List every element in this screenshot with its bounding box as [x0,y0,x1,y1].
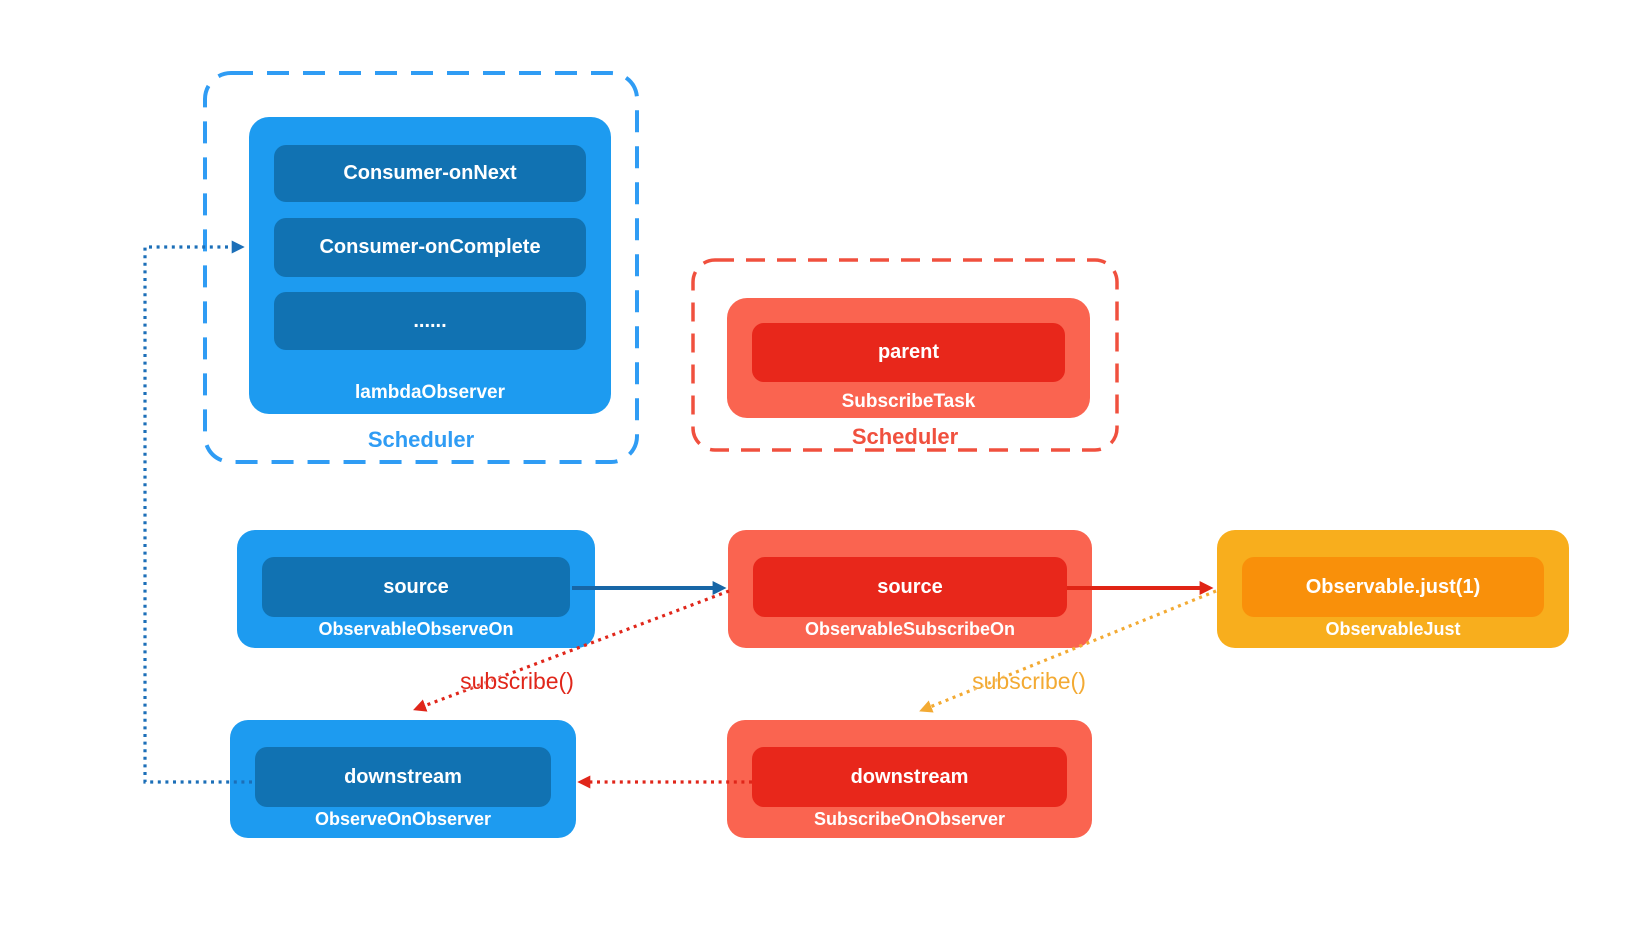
consumer-oncomplete-label: Consumer-onComplete [319,236,541,258]
subscribe-on-label: ObservableSubscribeOn [804,619,1016,639]
subscribe-task-box: parent SubscribeTask [727,298,1090,418]
observe-on-source-field: source [262,557,570,617]
consumer-ellipsis-label: ...... [413,309,447,332]
parent-label: parent [877,341,940,363]
scheduler-caption-red: Scheduler [851,424,959,449]
subscribe-task-label: SubscribeTask [841,391,976,412]
parent-item: parent [752,323,1065,382]
consumer-oncomplete-item: Consumer-onComplete [274,218,586,277]
subscribe-label-red: subscribe() [460,668,574,694]
observe-on-observer-label: ObserveOnObserver [314,809,492,829]
subscribe-on-source-field: source [753,557,1067,617]
subscribe-on-observer-downstream-field: downstream [752,747,1067,807]
lambda-observer-box: Consumer-onNext Consumer-onComplete ....… [249,117,611,414]
node-observe-on-observer: downstream ObserveOnObserver [230,720,576,838]
node-observable-just: Observable.just(1) ObservableJust [1217,530,1569,648]
node-subscribe-on-observer: downstream SubscribeOnObserver [727,720,1092,838]
consumer-onnext-item: Consumer-onNext [274,145,586,202]
just-field: Observable.just(1) [1242,557,1544,617]
just-label: ObservableJust [1325,619,1461,639]
node-observable-observe-on: source ObservableObserveOn [237,530,595,648]
lambda-observer-label: lambdaObserver [355,382,505,403]
observe-on-observer-downstream-field: downstream [255,747,551,807]
observe-on-label: ObservableObserveOn [318,619,514,639]
subscribe-label-yellow: subscribe() [972,668,1086,694]
consumer-onnext-label: Consumer-onNext [343,162,517,184]
arrow-downstream-to-lambda-observer [143,240,252,784]
subscribe-on-observer-label: SubscribeOnObserver [813,809,1006,829]
scheduler-caption-blue: Scheduler [367,427,475,452]
node-observable-subscribe-on: source ObservableSubscribeOn [728,530,1092,648]
consumer-ellipsis-item: ...... [274,292,586,350]
